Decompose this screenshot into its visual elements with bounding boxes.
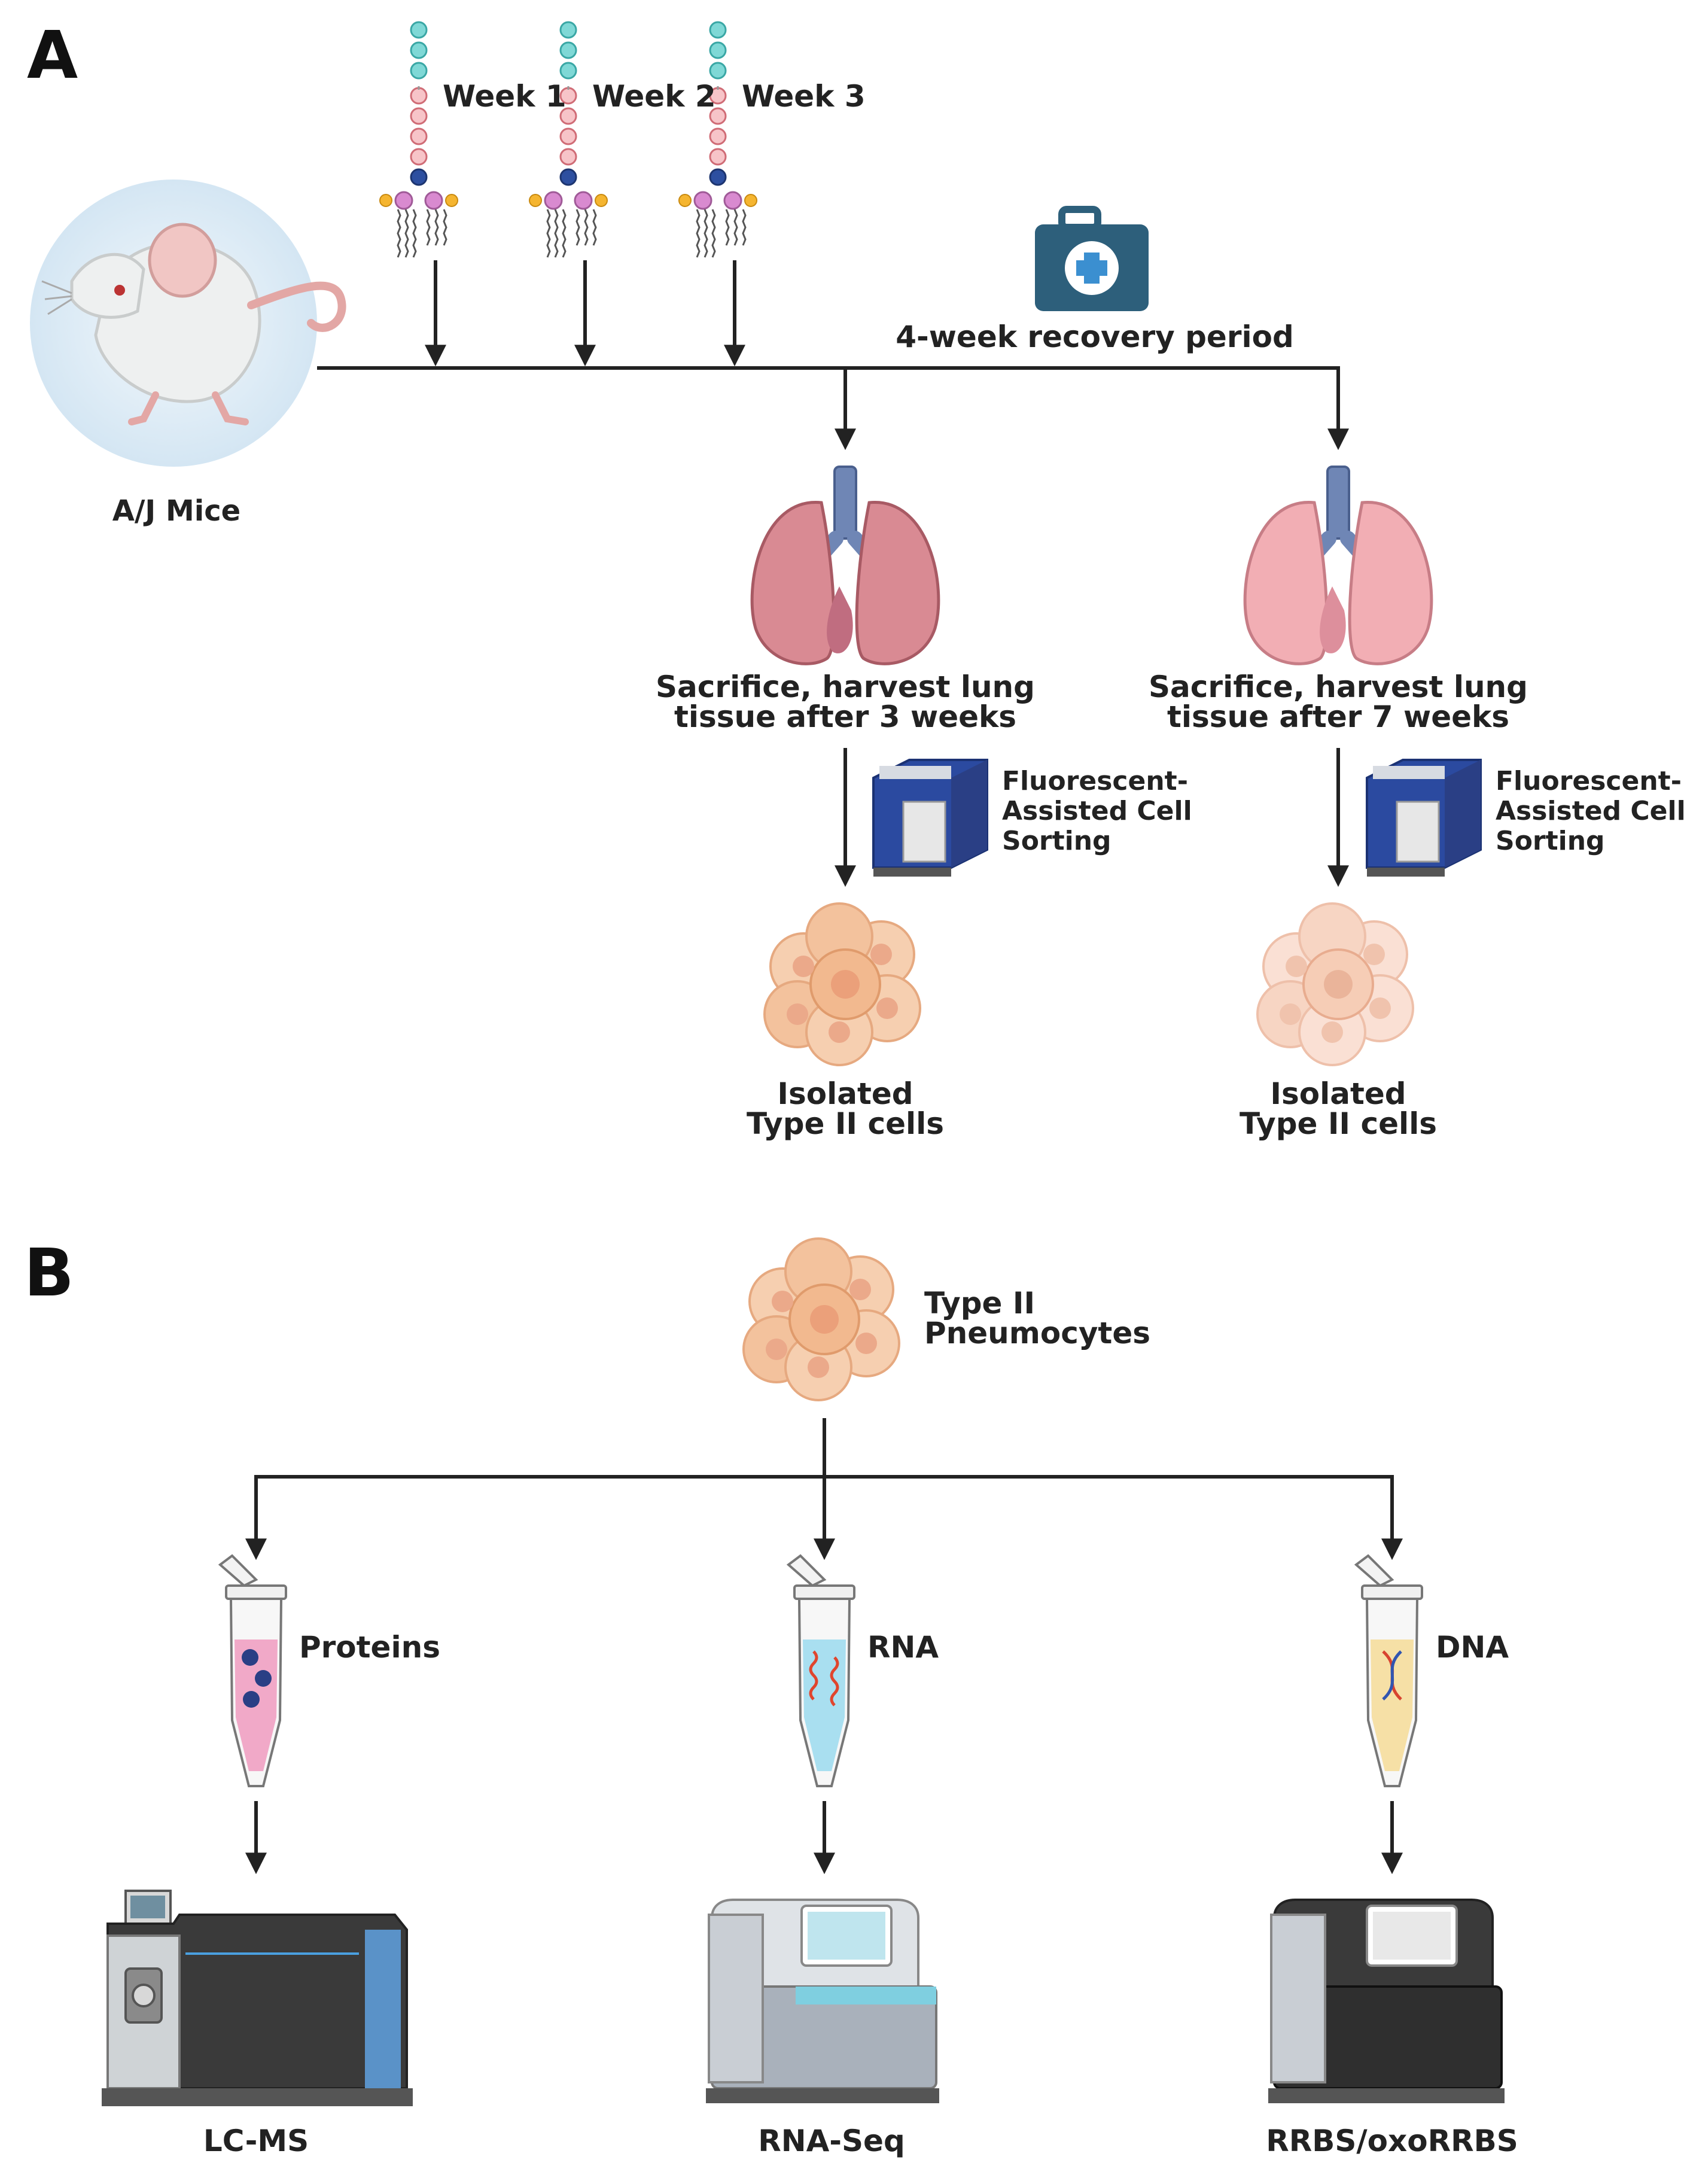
rna-tube xyxy=(787,1555,855,1787)
facs-2-line1: Fluorescent- xyxy=(1496,766,1682,796)
lcms-label: LC-MS xyxy=(203,2124,309,2158)
dna-label: DNA xyxy=(1436,1630,1509,1665)
rrbs-label: RRBS/oxoRRBS xyxy=(1266,2124,1518,2158)
dose-week-1 xyxy=(379,21,459,367)
isolated-cells-7wk xyxy=(1256,902,1414,1066)
rna-label: RNA xyxy=(867,1630,939,1665)
proteins-tube xyxy=(219,1555,287,1787)
recovery-label: 4-week recovery period xyxy=(896,320,1294,354)
sacrifice-3wk-line2: tissue after 3 weeks xyxy=(674,699,1016,734)
facs-2-line2: Assisted Cell xyxy=(1496,796,1684,826)
facs-2-line3: Sorting xyxy=(1496,826,1605,856)
source-line2: Pneumocytes xyxy=(924,1316,1150,1350)
rrbs-instrument xyxy=(1268,1899,1505,2103)
cells-7wk-line1: Isolated xyxy=(1270,1076,1406,1111)
facs-1-line2: Assisted Cell xyxy=(1002,796,1192,826)
dna-tube xyxy=(1355,1555,1423,1787)
isolated-cells-3wk xyxy=(763,902,921,1066)
mouse-label: A/J Mice xyxy=(112,494,240,528)
dose-week-3 xyxy=(678,21,758,367)
rna-seq-instrument xyxy=(706,1899,939,2103)
sacrifice-7wk-line2: tissue after 7 weeks xyxy=(1167,699,1509,734)
sacrifice-7wk-line1: Sacrifice, harvest lung xyxy=(1149,670,1528,704)
medical-kit-icon xyxy=(1035,206,1149,311)
cells-7wk-line2: Type II cells xyxy=(1240,1106,1437,1141)
facs-1-line3: Sorting xyxy=(1002,826,1111,856)
facs-machine-2 xyxy=(1366,759,1482,878)
week-1-label: Week 1 xyxy=(443,79,567,114)
facs-1-line1: Fluorescent- xyxy=(1002,766,1188,796)
week-2-label: Week 2 xyxy=(592,79,716,114)
cells-3wk-line1: Isolated xyxy=(777,1076,913,1111)
source-line1: Type II xyxy=(924,1286,1035,1321)
cells-3wk-line2: Type II cells xyxy=(747,1106,944,1141)
dose-week-2 xyxy=(528,21,608,367)
lc-ms-instrument xyxy=(102,1890,413,2106)
facs-machine-1 xyxy=(872,759,988,878)
lungs-7-weeks xyxy=(1245,467,1432,664)
type-ii-pneumocytes-cells xyxy=(742,1237,900,1401)
panel-a-label: A xyxy=(27,17,78,93)
week-3-label: Week 3 xyxy=(742,79,866,114)
panel-b-label: B xyxy=(24,1234,74,1311)
sacrifice-3wk-line1: Sacrifice, harvest lung xyxy=(656,670,1035,704)
proteins-label: Proteins xyxy=(299,1630,440,1665)
rnaseq-label: RNA-Seq xyxy=(758,2124,905,2158)
mouse-illustration xyxy=(30,180,346,467)
lungs-3-weeks xyxy=(752,467,939,664)
